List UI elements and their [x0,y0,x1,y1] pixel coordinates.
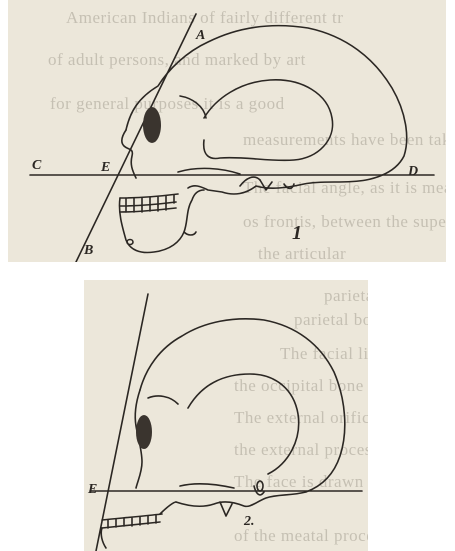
skull-1-drawing [8,0,446,262]
orbit-shape [143,107,161,143]
label-e: E [88,482,97,498]
inner-cranial-line [188,374,299,474]
label-e: E [101,160,110,176]
inner-cranial-line [204,80,333,161]
figure-number-1: 1 [292,222,302,245]
label-b: B [84,243,93,259]
label-d: D [408,164,418,180]
skull-outline [140,319,345,507]
figure-number-2: 2. [244,514,255,530]
figure-1-panel: American Indians of fairly different tr … [8,0,446,262]
facial-line-ab [76,14,196,262]
skull-outline [126,26,407,194]
figure-2-panel: parietal parietal bones. The facial line… [84,280,368,551]
label-a: A [196,28,205,44]
orbit-shape [136,415,152,449]
label-c: C [32,158,41,174]
skull-2-drawing [84,280,368,551]
